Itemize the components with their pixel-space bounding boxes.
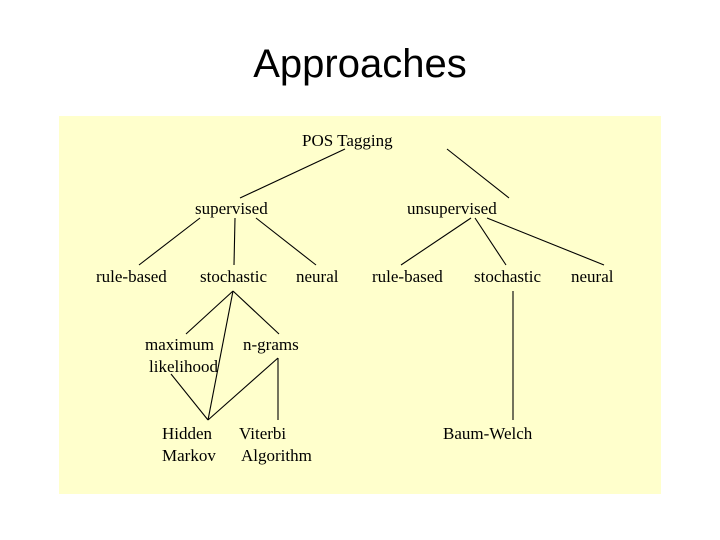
node-hidden-markov-line2: Markov: [162, 446, 216, 465]
tree-diagram-panel: POS Tagging supervised unsupervised rule…: [59, 116, 661, 494]
edge-supervised-stochastic: [233, 217, 236, 266]
node-viterbi-line1: Viterbi: [239, 424, 286, 443]
edge-unsupervised-neural: [486, 217, 605, 266]
node-supervised-neural: neural: [296, 267, 339, 286]
node-unsupervised-stochastic: stochastic: [474, 267, 541, 286]
edge-root-supervised: [239, 148, 346, 199]
edge-unsupervised-stochastic: [474, 217, 507, 266]
edge-supervised-neural: [255, 217, 317, 266]
node-pos-tagging: POS Tagging: [302, 131, 393, 150]
edge-stochastic-hidden-markov: [207, 290, 234, 421]
node-hidden-markov-line1: Hidden: [162, 424, 213, 443]
node-viterbi-line2: Algorithm: [241, 446, 312, 465]
node-n-grams: n-grams: [243, 335, 299, 354]
node-supervised-rule-based: rule-based: [96, 267, 167, 286]
edge-unsupervised-rule-based: [400, 217, 472, 266]
tree-diagram: POS Tagging supervised unsupervised rule…: [96, 131, 614, 465]
node-maximum-likelihood-line1: maximum: [145, 335, 214, 354]
node-unsupervised-rule-based: rule-based: [372, 267, 443, 286]
node-supervised-stochastic: stochastic: [200, 267, 267, 286]
node-unsupervised-neural: neural: [571, 267, 614, 286]
edge-stochastic-maximum-likelihood: [185, 290, 234, 335]
edge-maximum-likelihood-hidden-markov: [170, 373, 209, 421]
slide-title: Approaches: [253, 42, 467, 86]
node-baum-welch: Baum-Welch: [443, 424, 533, 443]
node-unsupervised: unsupervised: [407, 199, 497, 218]
node-maximum-likelihood-line2: likelihood: [149, 357, 218, 376]
tree-nodes: POS Tagging supervised unsupervised rule…: [96, 131, 614, 465]
node-supervised: supervised: [195, 199, 268, 218]
edge-supervised-rule-based: [138, 217, 201, 266]
edge-n-grams-hidden-markov: [207, 357, 279, 421]
tree-edges: [138, 148, 605, 421]
edge-stochastic-n-grams: [232, 290, 280, 335]
edge-root-unsupervised: [446, 148, 510, 199]
